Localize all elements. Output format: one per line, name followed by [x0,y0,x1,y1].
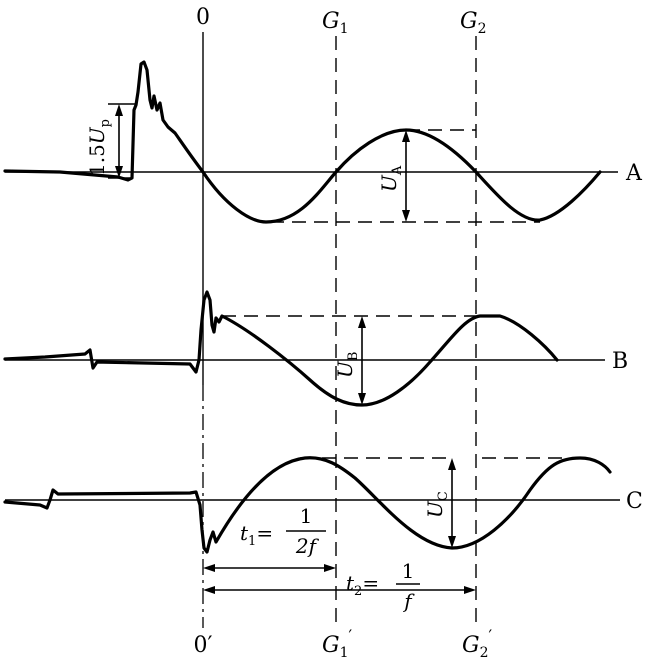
ua-label: UA [377,165,405,192]
trace-a-waveform [3,60,602,224]
trace-a-label: A [625,161,643,186]
uc-arrow-head-top [448,458,456,470]
trace-c-waveform [3,456,612,554]
up-arrow-head-top [115,104,123,116]
t1-label: t1= [240,521,273,549]
t2-arrow-head-right [464,586,476,594]
trace-c-label: C [626,489,643,514]
g2-top-label: G2 [460,9,487,37]
t1-arrow-head-left [203,564,215,572]
t2-arrow-head-left [203,586,215,594]
origin-bottom-label: 0′ [194,633,213,658]
t2-label: t2= [346,571,379,599]
g1-bottom-label: G1′ [322,626,353,661]
ub-label: UB [333,352,361,378]
uc-arrow-head-bottom [448,536,456,548]
g2-bottom-label: G2′ [462,626,493,661]
ua-arrow-head-bottom [402,210,410,222]
trace-b-waveform [3,290,559,407]
ua-arrow-head-top [402,130,410,142]
t2-numerator: 1 [402,559,415,583]
uc-label: UC [423,491,451,518]
t1-numerator: 1 [300,504,313,528]
t1-arrow-head-right [324,564,336,572]
up-label: 1.5Up [85,119,113,176]
t2-denominator: f [402,589,415,613]
up-arrow-head-bottom [115,166,123,178]
t1-denominator: 2f [295,534,320,558]
g1-top-label: G1 [322,9,349,37]
trace-b-label: B [612,349,628,374]
ub-arrow-head-bottom [358,393,366,405]
ub-arrow-head-top [358,316,366,328]
origin-top-label: 0 [196,5,210,30]
